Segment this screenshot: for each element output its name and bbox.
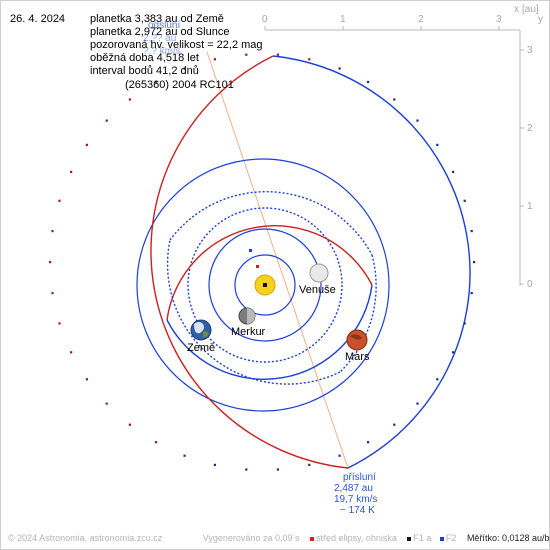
top-axis-tick-0: 0 — [262, 14, 268, 25]
asteroid-position-marker — [308, 58, 311, 61]
asteroid-position-marker — [155, 80, 158, 84]
asteroid-position-marker — [452, 170, 455, 173]
footer: © 2024 Astronomia, astronomia.zcu.cz Vyg… — [8, 533, 550, 543]
perihelion-label: přísluní — [343, 472, 376, 483]
mars-orbit-red — [166, 225, 373, 321]
apsis-line — [206, 51, 349, 469]
asteroid-position-marker — [155, 441, 158, 444]
mercury-orbit — [234, 254, 296, 316]
asteroid-position-marker — [470, 292, 473, 295]
f1-legend-marker — [407, 536, 412, 541]
aphelion-distance: 2,?? au — [143, 33, 177, 44]
right-axis-tick-2: 2 — [527, 123, 533, 134]
asteroid-position-marker — [85, 143, 88, 146]
asteroid-position-marker — [183, 454, 186, 457]
asteroid-position-marker — [213, 58, 216, 61]
asteroid-orbit-red — [150, 55, 349, 469]
top-axis-tick-3: 3 — [496, 14, 502, 25]
asteroid-position-marker — [70, 351, 73, 354]
asteroid-position-marker — [58, 322, 61, 325]
footer-generated: Vygenerováno za 0,09 s — [202, 533, 300, 543]
asteroid-position-marker — [105, 119, 108, 122]
right-axis-tick-3: 3 — [527, 45, 533, 56]
footer-legend-center: střed elipsy, ohniska — [315, 533, 397, 543]
top-axis-name: x — [514, 4, 519, 15]
asteroid-position-marker — [276, 468, 279, 471]
focus-f1-marker — [249, 249, 252, 252]
mars-icon — [346, 329, 368, 351]
asteroid-position-marker — [452, 351, 455, 354]
asteroid-name: (265360) 2004 RC101 — [125, 79, 234, 91]
perihelion-distance: 2,487 au — [334, 483, 373, 494]
mercury-label: Merkur — [231, 326, 266, 338]
asteroid-position-marker — [463, 199, 466, 202]
info-magnitude: pozorovaná hv. velikost = 22,2 mag — [90, 39, 263, 51]
asteroid-position-marker — [70, 170, 73, 173]
asteroid-position-marker — [436, 143, 439, 146]
outer-dotted-orbit — [169, 191, 373, 256]
asteroid-position-marker — [393, 98, 396, 101]
asteroid-orbit-blue — [272, 55, 471, 469]
mars-label: Mars — [345, 351, 370, 363]
asteroid-position-marker — [367, 441, 370, 444]
asteroid-position-marker — [128, 98, 131, 101]
asteroid-position-marker — [416, 119, 419, 122]
asteroid-position-marker — [49, 261, 52, 264]
asteroid-position-marker — [470, 230, 473, 233]
mars-orbit-blue — [166, 284, 373, 380]
asteroid-position-marker — [85, 378, 88, 381]
footer-scale: Měřítko: 0,0128 au/bod — [466, 533, 550, 543]
asteroid-position-marker — [393, 423, 396, 426]
venus-orbit — [208, 228, 322, 342]
asteroid-position-marker — [183, 67, 186, 70]
top-axis-tick-1: 1 — [340, 14, 346, 25]
info-interval: interval bodů 41,2 dnů — [90, 65, 199, 77]
footer-legend-f2: F2 — [445, 533, 457, 543]
asteroid-position-marker — [58, 199, 61, 202]
info-period: oběžná doba 4,518 let — [90, 52, 199, 64]
aphelion-speed: ?,? km/s — [143, 46, 181, 57]
top-axis-tick-2: 2 — [418, 14, 424, 25]
ellipse-center-marker — [256, 265, 259, 268]
asteroid-position-marker — [51, 230, 54, 233]
earth-label: Země — [187, 342, 216, 354]
asteroid-position-markers — [49, 53, 476, 471]
asteroid-position-marker — [473, 261, 476, 264]
info-distance-sun: planetka 2,972 au od Slunce — [90, 26, 230, 38]
footer-legend-f1: F1 a — [413, 533, 432, 543]
asteroid-position-marker — [105, 402, 108, 405]
asteroid-position-marker — [213, 463, 216, 466]
asteroid-position-marker — [338, 67, 341, 70]
center-legend-marker — [309, 536, 314, 541]
right-axis-tick-1: 1 — [527, 201, 533, 212]
info-distance-earth: planetka 3,383 au od Země — [90, 13, 224, 25]
asteroid-position-marker — [276, 53, 279, 56]
f2-legend-marker — [439, 536, 444, 541]
earth-orbit — [187, 207, 343, 363]
date-label: 26. 4. 2024 — [10, 13, 66, 25]
asteroid-position-marker — [463, 322, 466, 325]
top-axis-unit: [au] — [522, 4, 539, 15]
venus-icon — [309, 263, 329, 283]
right-axis-name: y — [538, 14, 543, 25]
asteroid-position-marker — [416, 402, 419, 405]
footer-copyright: © 2024 Astronomia, astronomia.zcu.cz — [8, 533, 163, 543]
middle-orbit — [136, 158, 390, 412]
asteroid-position-marker — [436, 378, 439, 381]
aphelion-label: odsluní — [148, 20, 181, 31]
asteroid-position-marker — [308, 463, 311, 466]
asteroid-position-marker — [367, 80, 370, 84]
asteroid-position-marker — [128, 423, 131, 426]
right-axis-tick-0: 0 — [527, 279, 533, 290]
perihelion-speed: 19,7 km/s — [334, 494, 378, 505]
asteroid-position-marker — [245, 53, 248, 56]
venus-label: Venuše — [299, 284, 336, 296]
asteroid-position-marker — [245, 468, 248, 471]
asteroid-position-marker — [51, 292, 54, 295]
perihelion-direction: ~ 174 K — [340, 505, 375, 516]
asteroid-position-marker — [338, 454, 341, 457]
